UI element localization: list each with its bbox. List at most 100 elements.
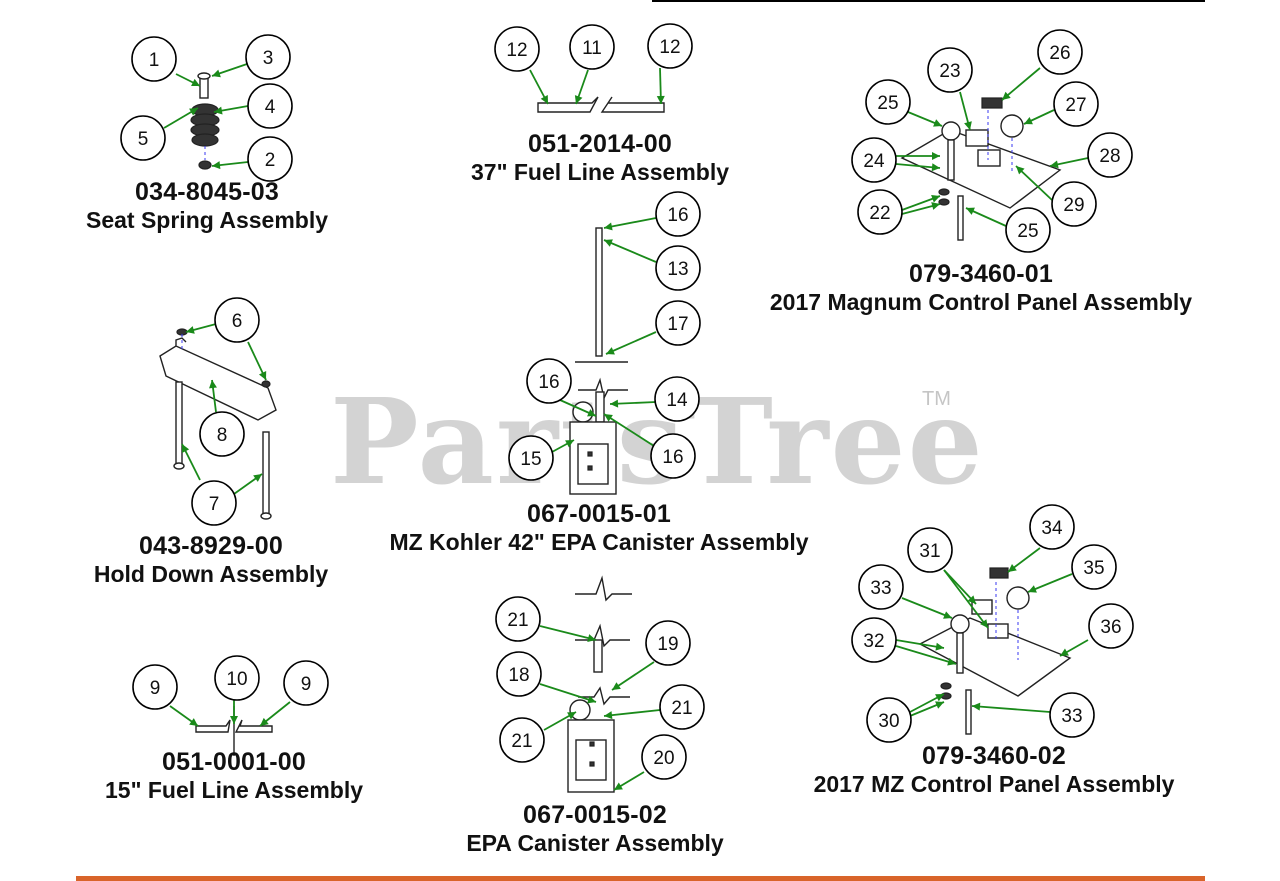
callout-number: 10 [226,669,247,690]
callout-balloon: 25 [1005,207,1051,253]
callout-balloon: 15 [508,435,554,481]
callout-circle [1051,181,1097,227]
leader-arrowhead [212,161,221,170]
callout-circle [851,137,897,183]
callout-balloon: 25 [865,79,911,125]
leader-arrowhead [253,474,262,482]
callout-number: 20 [653,748,674,769]
callout-circle [655,300,701,346]
assembly-title: 2017 MZ Control Panel Assembly [813,771,1175,797]
callout-balloon: 33 [858,564,904,610]
leader-arrowhead [230,716,238,724]
callout-balloon: 32 [851,617,897,663]
part-number: 051-0001-00 [162,748,306,776]
part-number: 034-8045-03 [134,178,279,206]
magnum-panel-drawing [900,97,1062,241]
callout-circle [857,189,903,235]
callout-balloon: 1 [131,36,177,82]
leader-arrowhead [540,95,548,104]
callout-balloon: 35 [1071,544,1117,590]
callout-number: 4 [265,97,276,118]
callout-number: 19 [657,634,678,655]
callout-circle [1049,692,1095,738]
leader-arrowhead [966,207,975,215]
callout-circle [508,435,554,481]
callout-number: 23 [939,61,960,82]
callout-balloon: 21 [499,717,545,763]
part-number: 067-0015-01 [526,500,671,528]
callout-number: 2 [265,150,276,171]
callout-circle [214,297,260,343]
callout-balloon: 9 [132,664,178,710]
callout-balloon: 9 [283,660,329,706]
callout-circle [1053,81,1099,127]
callout-circle [927,47,973,93]
callout-balloon: 31 [907,527,953,573]
part-number: 067-0015-02 [522,801,667,829]
callout-balloon: 17 [655,300,701,346]
part-number: 079-3460-02 [922,742,1066,770]
callout-number: 15 [520,449,541,470]
assembly-title: 15" Fuel Line Assembly [104,777,364,803]
callout-circle [650,433,696,479]
callout-number: 21 [671,698,692,719]
callout-number: 35 [1083,558,1104,579]
callout-balloon: 24 [851,137,897,183]
assembly-fuel-line-37: 051-2014-00 37" Fuel Line Assembly [471,130,729,186]
leader-line [895,645,957,665]
callout-circle [131,36,177,82]
callout-circle [1087,132,1133,178]
leader-line [1015,165,1053,201]
leader-arrowhead [614,782,623,790]
callout-number: 21 [507,610,528,631]
leader-arrowhead [947,657,956,666]
seat-spring-drawing [190,72,220,170]
leader-arrowhead [606,347,615,355]
callout-balloon: 11 [569,24,615,70]
fuel-line-37-drawing [537,96,665,113]
callout-number: 33 [1061,706,1082,727]
callout-number: 6 [232,311,243,332]
leader-line [611,661,655,691]
leader-arrowhead [656,95,665,104]
leader-arrowhead [1008,564,1017,572]
mz-panel-drawing [918,567,1072,735]
leader-line [901,597,953,619]
callout-number: 9 [150,678,161,699]
callout-balloon: 13 [655,245,701,291]
assembly-title: 37" Fuel Line Assembly [470,159,730,185]
callout-circle [645,620,691,666]
callout-number: 16 [538,372,559,393]
leader-arrowhead [587,695,596,704]
leader-line [1001,67,1041,101]
callout-number: 18 [508,665,529,686]
leader-arrowhead [604,239,613,247]
callout-balloon: 16 [655,191,701,237]
callout-number: 36 [1100,617,1121,638]
callout-number: 22 [869,203,890,224]
callout-number: 3 [263,48,274,69]
callout-balloon: 16 [526,358,572,404]
callout-balloon: 8 [199,411,245,457]
leader-arrowhead [567,712,576,720]
part-number: 051-2014-00 [528,130,672,158]
leader-arrowhead [565,440,574,448]
callout-balloon: 14 [654,376,700,422]
callout-balloon: 21 [495,596,541,642]
callout-number: 12 [506,40,527,61]
leader-arrowhead [1060,648,1069,656]
leader-arrowhead [943,611,952,619]
leader-arrowhead [214,106,223,115]
callout-balloon: 27 [1053,81,1099,127]
callout-balloon: 7 [191,480,237,526]
callout-balloon: 3 [245,34,291,80]
part-number: 043-8929-00 [138,532,283,560]
callout-circle [132,664,178,710]
leader-arrowhead [931,163,940,172]
callout-circle [647,23,693,69]
leader-arrowhead [574,95,583,104]
leader-lines [163,63,1089,791]
leader-arrowhead [931,202,940,210]
assembly-title: Seat Spring Assembly [85,207,329,233]
callout-circle [247,136,293,182]
